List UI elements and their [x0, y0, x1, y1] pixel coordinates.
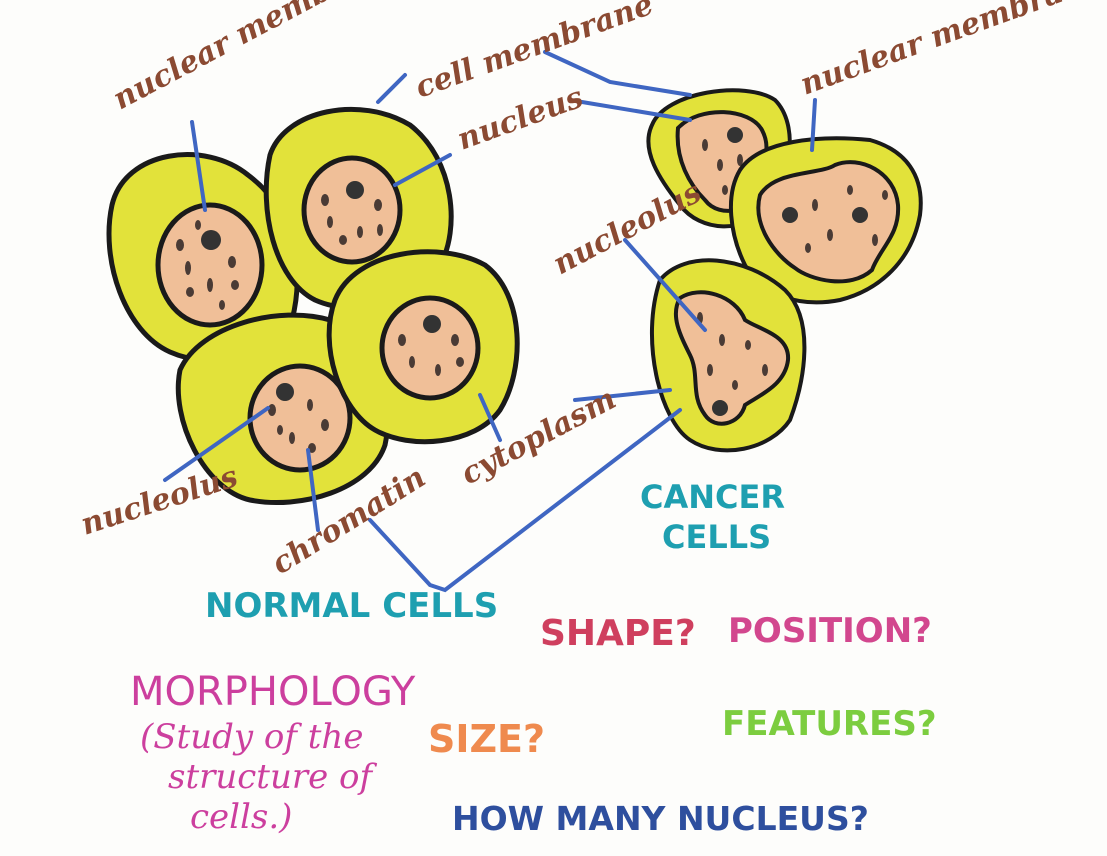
- question-features: FEATURES?: [722, 704, 937, 744]
- normal-nucleolus: [201, 230, 221, 250]
- question-position: POSITION?: [728, 611, 932, 651]
- normal-nucleus: [304, 158, 400, 262]
- label-nucleus: nucleus: [453, 80, 588, 158]
- questions: SHAPE? POSITION? SIZE? FEATURES? HOW MAN…: [428, 611, 937, 838]
- normal-nucleolus: [276, 383, 294, 401]
- title-normal-cells: NORMAL CELLS: [205, 586, 498, 626]
- normal-cells-group: [109, 109, 517, 502]
- normal-nucleolus: [346, 181, 364, 199]
- normal-nucleus: [250, 366, 350, 470]
- label-normal-nucleolus: nucleolus: [77, 459, 242, 543]
- normal-nucleus: [158, 205, 262, 325]
- cancer-cell-bottom: [652, 260, 804, 450]
- cancer-cells-group: [648, 90, 920, 450]
- question-how-many: HOW MANY NUCLEUS?: [452, 799, 869, 838]
- label-cancer-nuclear-membrane: nuclear membrane .: [796, 0, 1107, 103]
- cancer-nucleolus: [782, 207, 798, 223]
- normal-nucleolus: [423, 315, 441, 333]
- morphology-line2: structure of: [168, 757, 378, 797]
- label-cell-membrane: cell membrane: [411, 0, 658, 106]
- title-cancer-cells-line1: CANCER: [640, 478, 785, 516]
- cancer-nucleolus: [712, 400, 728, 416]
- cancer-nucleolus: [852, 207, 868, 223]
- cancer-nucleolus: [727, 127, 743, 143]
- title-cancer-cells-line2: CELLS: [662, 518, 771, 556]
- normal-nucleus: [382, 298, 478, 398]
- leader-cell-membrane: [378, 75, 405, 102]
- question-size: SIZE?: [428, 717, 545, 761]
- question-shape: SHAPE?: [540, 613, 696, 654]
- morphology-note: MORPHOLOGY (Study of the structure of ce…: [130, 669, 416, 837]
- morphology-line1: (Study of the: [140, 717, 363, 757]
- morphology-line3: cells.): [190, 797, 292, 837]
- label-normal-nuclear-membrane: nuclear membrane: [107, 0, 404, 117]
- morphology-title: MORPHOLOGY: [130, 669, 416, 715]
